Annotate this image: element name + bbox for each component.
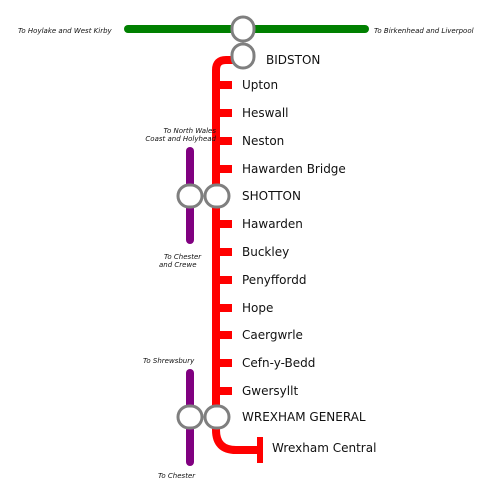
station-label-caergwrle: Caergwrle [242, 328, 303, 342]
station-label-wrexham-general: WREXHAM GENERAL [242, 410, 366, 424]
station-label-hope: Hope [242, 301, 274, 315]
station-tick-hawarden [216, 220, 232, 228]
station-tick-cefn-y-bedd [216, 359, 232, 367]
note-north-wales-line1: To North Wales [163, 127, 216, 135]
note-chester: To Chester [158, 472, 196, 480]
station-tick-neston [216, 137, 232, 145]
station-label-shotton: SHOTTON [242, 189, 301, 203]
note-chester-crewe-line2: and Crewe [159, 261, 197, 269]
station-label-bidston: BIDSTON [266, 53, 321, 67]
note-west-kirby: To Hoylake and West Kirby [18, 27, 112, 35]
station-tick-upton [216, 81, 232, 89]
station-tick-hawarden-bridge [216, 165, 232, 173]
station-label-buckley: Buckley [242, 245, 290, 259]
station-tick-gwersyllt [216, 387, 232, 395]
station-tick-hope [216, 304, 232, 312]
station-label-hawarden-bridge: Hawarden Bridge [242, 162, 346, 176]
shotton-interchange-symbol [176, 183, 231, 209]
station-label-wrexham-central: Wrexham Central [272, 441, 377, 455]
bidston-interchange-symbol [230, 15, 256, 70]
station-label-penyffordd: Penyffordd [242, 273, 307, 287]
station-label-hawarden: Hawarden [242, 217, 303, 231]
wrexham-general-interchange-symbol [176, 404, 231, 430]
note-shrewsbury: To Shrewsbury [143, 357, 195, 365]
station-label-neston: Neston [242, 134, 285, 148]
station-label-gwersyllt: Gwersyllt [242, 384, 299, 398]
station-tick-heswall [216, 109, 232, 117]
station-tick-caergwrle [216, 331, 232, 339]
station-tick-buckley [216, 248, 232, 256]
note-chester-crewe-line1: To Chester [164, 253, 202, 261]
station-tick-penyffordd [216, 276, 232, 284]
note-liverpool: To Birkenhead and Liverpool [374, 27, 474, 35]
station-label-cefn-y-bedd: Cefn-y-Bedd [242, 356, 316, 370]
note-north-wales-line2: Coast and Holyhead [145, 135, 216, 143]
station-label-heswall: Heswall [242, 106, 289, 120]
station-label-upton: Upton [242, 78, 279, 92]
